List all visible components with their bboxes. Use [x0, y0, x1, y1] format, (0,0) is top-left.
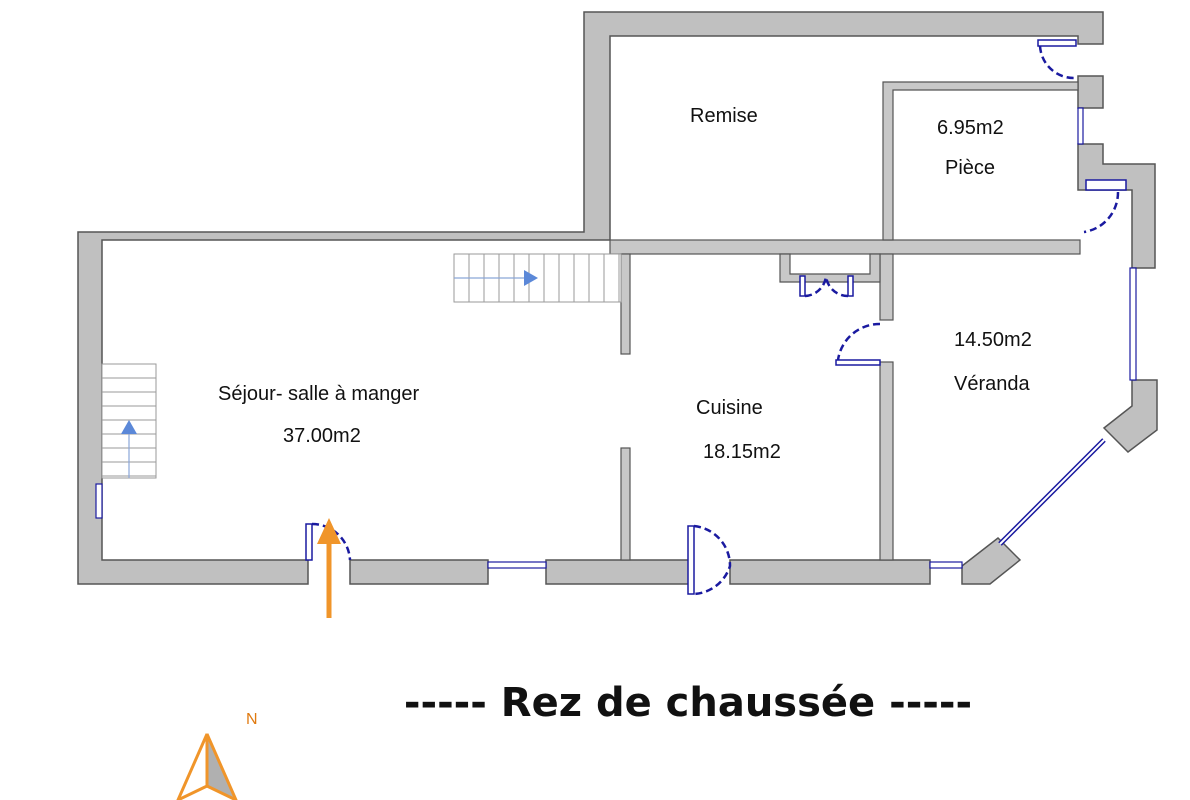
compass-icon: N	[176, 711, 258, 800]
stairs-top-arrow-icon	[524, 270, 538, 286]
window-veranda-bottom	[929, 561, 963, 569]
door-veranda-leaf	[835, 359, 881, 366]
door-closet-left-leaf	[799, 275, 806, 297]
door-veranda-swing-icon	[836, 322, 881, 361]
door-piece-leaf	[1085, 179, 1127, 191]
door-closet-swing-icon	[804, 275, 849, 298]
entrance-arrow-icon	[317, 518, 341, 618]
windows	[95, 107, 1137, 569]
right-wall-1	[1077, 75, 1104, 109]
room-name-veranda: Véranda	[954, 373, 1030, 395]
right-wall-3	[1102, 379, 1158, 453]
stairs-top	[453, 253, 622, 303]
door-kitchen-leaf	[687, 525, 695, 595]
kitchen-right-wall-bottom	[879, 361, 894, 561]
bottom-wall-1	[349, 559, 489, 585]
door-entrance-leaf	[305, 523, 313, 561]
door-top-right-leaf	[1037, 39, 1077, 47]
room-name-sejour: Séjour- salle à manger	[218, 383, 420, 405]
window-left	[95, 483, 103, 519]
room-area-veranda: 14.50m2	[954, 329, 1032, 351]
floor-title: ----- Rez de chaussée -----	[404, 680, 972, 726]
stairs-left-arrow-icon	[121, 420, 137, 434]
interior-walls	[609, 81, 1081, 561]
room-area-sejour: 37.00m2	[283, 425, 361, 447]
bottom-wall-2	[545, 559, 691, 585]
stair-divider-wall	[620, 253, 631, 355]
door-top-right-swing-icon	[1038, 45, 1077, 80]
outer-walls	[77, 11, 1158, 585]
compass-north-label: N	[246, 711, 258, 728]
room-area-cuisine: 18.15m2	[703, 441, 781, 463]
window-bottom	[487, 561, 547, 569]
piece-wall	[882, 81, 1079, 241]
window-veranda-right	[1129, 267, 1137, 381]
right-wall-4	[961, 537, 1022, 585]
door-kitchen-swing-icon	[693, 524, 732, 596]
remise-bottom-wall	[609, 239, 1081, 255]
room-name-cuisine: Cuisine	[696, 397, 763, 419]
kitchen-right-wall-top	[879, 253, 894, 321]
room-name-remise: Remise	[690, 105, 758, 127]
door-piece-swing-icon	[1083, 191, 1120, 234]
kitchen-left-wall	[620, 447, 631, 561]
closet-wall	[779, 253, 881, 283]
living-outer-wall	[77, 11, 1104, 585]
doors	[305, 39, 1127, 596]
bottom-wall-3	[729, 559, 931, 585]
stairs-left	[101, 363, 157, 479]
door-closet-right-leaf	[847, 275, 854, 297]
room-name-piece: Pièce	[945, 157, 995, 179]
room-area-piece: 6.95m2	[937, 117, 1004, 139]
window-piece	[1077, 107, 1084, 145]
door-entrance-swing-icon	[311, 522, 352, 561]
